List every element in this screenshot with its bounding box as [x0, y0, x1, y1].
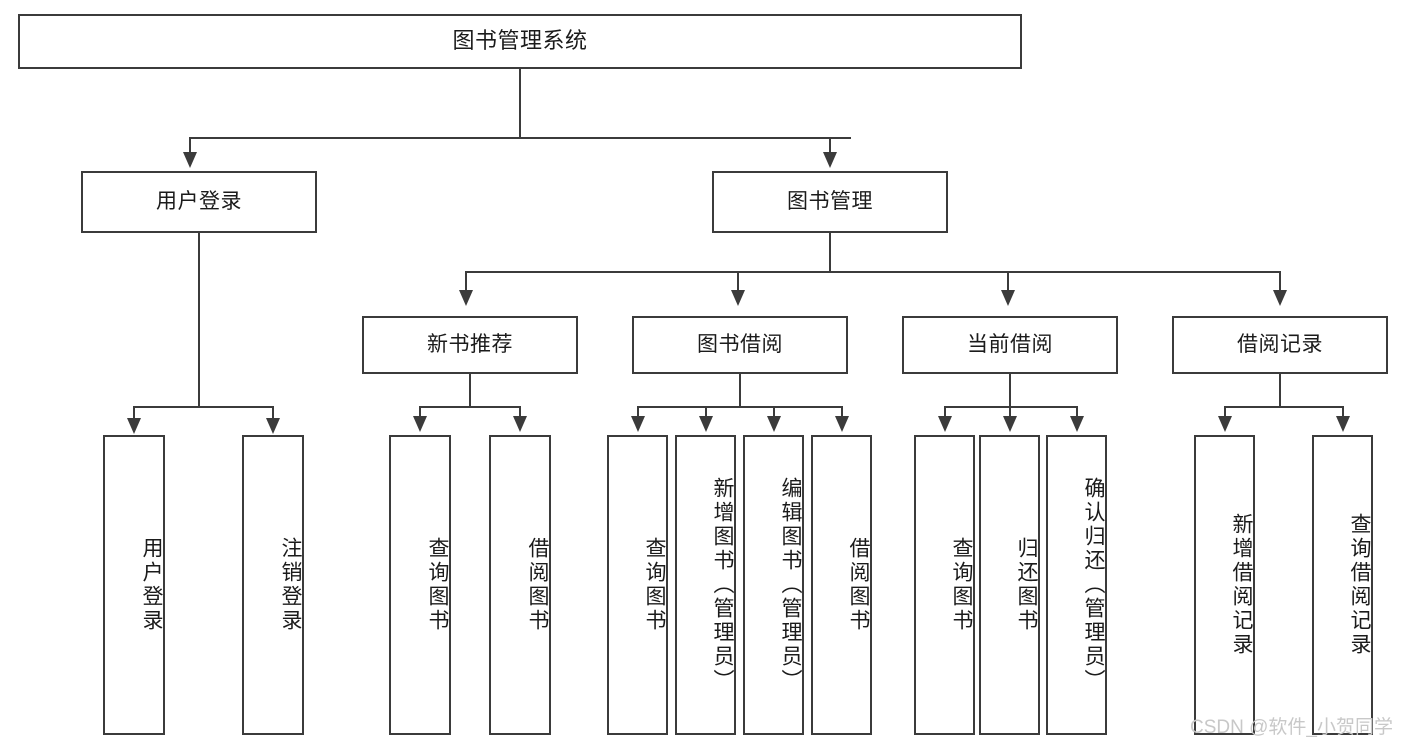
arrow-to-new-book-rec: [459, 290, 473, 306]
arrow-current-borrow-c2: [1003, 416, 1017, 432]
edge-book-borrow-down: [739, 374, 741, 407]
leaf-add-book-admin[interactable]: 新增图书（管理员）: [675, 435, 736, 735]
arrow-book-borrow-c2: [699, 416, 713, 432]
edge-new-book-rec-bar: [419, 406, 520, 408]
node-user-login[interactable]: 用户登录: [81, 171, 317, 233]
edge-level3-bar: [465, 271, 1281, 273]
edge-root-down: [519, 69, 521, 138]
leaf-query-book-1-label: 查询图书: [426, 537, 449, 633]
edge-current-borrow-c2: [1009, 406, 1011, 417]
leaf-add-borrow-record[interactable]: 新增借阅记录: [1194, 435, 1255, 735]
edge-book-borrow-c2: [705, 406, 707, 417]
leaf-return-book-label: 归还图书: [1015, 537, 1038, 633]
arrow-to-current-borrow: [1001, 290, 1015, 306]
node-user-login-label: 用户登录: [156, 190, 242, 214]
edge-to-book-borrow: [737, 271, 739, 292]
leaf-edit-book-admin-label: 编辑图书（管理员）: [779, 477, 802, 693]
edge-to-current-borrow: [1007, 271, 1009, 292]
edge-book-borrow-c4: [841, 406, 843, 417]
node-new-book-recommend-label: 新书推荐: [427, 333, 513, 357]
leaf-logout-label: 注销登录: [279, 537, 302, 633]
arrow-new-book-rec-c1: [413, 416, 427, 432]
edge-user-login-down: [198, 233, 200, 407]
arrow-new-book-rec-c2: [513, 416, 527, 432]
arrow-borrow-record-c2: [1336, 416, 1350, 432]
arrow-user-login-child1: [127, 418, 141, 434]
edge-user-login-child2: [272, 406, 274, 419]
node-book-manage-label: 图书管理: [787, 190, 873, 214]
edge-to-user-login: [189, 137, 191, 154]
leaf-return-book[interactable]: 归还图书: [979, 435, 1040, 735]
leaf-query-book-2[interactable]: 查询图书: [607, 435, 668, 735]
csdn-watermark: CSDN @软件_小贺同学: [1190, 717, 1393, 738]
arrow-book-borrow-c3: [767, 416, 781, 432]
edge-current-borrow-c3: [1076, 406, 1078, 417]
leaf-edit-book-admin[interactable]: 编辑图书（管理员）: [743, 435, 804, 735]
leaf-query-book-1[interactable]: 查询图书: [389, 435, 451, 735]
leaf-add-book-admin-label: 新增图书（管理员）: [711, 477, 734, 693]
arrow-borrow-record-c1: [1218, 416, 1232, 432]
arrow-book-borrow-c1: [631, 416, 645, 432]
edge-to-new-book-rec: [465, 271, 467, 292]
edge-new-book-rec-down: [469, 374, 471, 407]
arrow-to-user-login: [183, 152, 197, 168]
arrow-to-borrow-record: [1273, 290, 1287, 306]
arrow-current-borrow-c3: [1070, 416, 1084, 432]
edge-user-login-bar: [133, 406, 273, 408]
edge-borrow-record-c1: [1224, 406, 1226, 417]
arrow-user-login-child2: [266, 418, 280, 434]
leaf-query-borrow-record[interactable]: 查询借阅记录: [1312, 435, 1373, 735]
edge-level1-bar: [189, 137, 851, 139]
edge-book-borrow-c1: [637, 406, 639, 417]
node-root-label: 图书管理系统: [452, 28, 588, 54]
edge-current-borrow-c1: [944, 406, 946, 417]
leaf-confirm-return-admin[interactable]: 确认归还（管理员）: [1046, 435, 1107, 735]
edge-book-borrow-bar: [637, 406, 842, 408]
leaf-confirm-return-admin-label: 确认归还（管理员）: [1082, 477, 1105, 693]
leaf-query-borrow-record-label: 查询借阅记录: [1348, 513, 1371, 657]
leaf-logout[interactable]: 注销登录: [242, 435, 304, 735]
leaf-borrow-book-1[interactable]: 借阅图书: [489, 435, 551, 735]
node-book-borrow-label: 图书借阅: [697, 333, 783, 357]
leaf-query-book-3[interactable]: 查询图书: [914, 435, 975, 735]
edge-to-borrow-record: [1279, 271, 1281, 292]
node-borrow-record-label: 借阅记录: [1237, 333, 1323, 357]
arrow-to-book-borrow: [731, 290, 745, 306]
edge-new-book-rec-c1: [419, 406, 421, 417]
edge-to-book-manage: [829, 137, 831, 154]
leaf-add-borrow-record-label: 新增借阅记录: [1230, 513, 1253, 657]
arrow-book-borrow-c4: [835, 416, 849, 432]
node-current-borrow[interactable]: 当前借阅: [902, 316, 1118, 374]
leaf-user-login[interactable]: 用户登录: [103, 435, 165, 735]
leaf-borrow-book-2[interactable]: 借阅图书: [811, 435, 872, 735]
leaf-borrow-book-1-label: 借阅图书: [526, 537, 549, 633]
node-current-borrow-label: 当前借阅: [967, 333, 1053, 357]
edge-new-book-rec-c2: [519, 406, 521, 417]
edge-borrow-record-down: [1279, 374, 1281, 407]
edge-current-borrow-down: [1009, 374, 1011, 407]
node-book-manage[interactable]: 图书管理: [712, 171, 948, 233]
edge-book-manage-down: [829, 233, 831, 272]
node-borrow-record[interactable]: 借阅记录: [1172, 316, 1388, 374]
arrow-to-book-manage: [823, 152, 837, 168]
node-new-book-recommend[interactable]: 新书推荐: [362, 316, 578, 374]
edge-borrow-record-c2: [1342, 406, 1344, 417]
leaf-query-book-2-label: 查询图书: [643, 537, 666, 633]
node-root[interactable]: 图书管理系统: [18, 14, 1022, 69]
node-book-borrow[interactable]: 图书借阅: [632, 316, 848, 374]
edge-user-login-child1: [133, 406, 135, 419]
leaf-user-login-label: 用户登录: [140, 537, 163, 633]
edge-borrow-record-bar: [1224, 406, 1343, 408]
arrow-current-borrow-c1: [938, 416, 952, 432]
leaf-borrow-book-2-label: 借阅图书: [847, 537, 870, 633]
leaf-query-book-3-label: 查询图书: [950, 537, 973, 633]
edge-book-borrow-c3: [773, 406, 775, 417]
